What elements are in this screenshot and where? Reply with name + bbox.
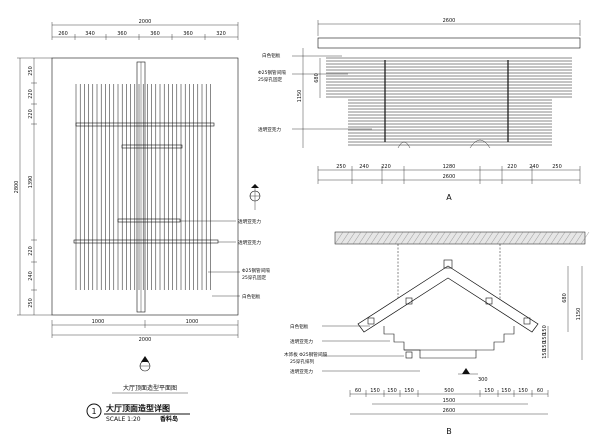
section-b-bot-seg-2: 150 — [370, 388, 380, 394]
section-b-callout-3: 木饰板 Φ25钢管间隔 — [284, 351, 327, 358]
plan-bottom-left: 1000 — [92, 319, 105, 325]
section-b-right-1150: 1150 — [576, 308, 582, 321]
plan-bottom-total: 2000 — [139, 337, 152, 343]
plan-callout-4: 25穿孔固定 — [242, 274, 267, 281]
elev-a-callout-1: 白色铝板 — [262, 52, 281, 59]
section-b-bot-seg-7: 150 — [501, 388, 511, 394]
elev-a-bot-seg-1: 250 — [336, 164, 346, 170]
elev-a-callout-4: 透明亚克力 — [258, 126, 281, 133]
elev-a-bot-total: 2600 — [443, 174, 456, 180]
section-b-bot-total: 2600 — [443, 408, 456, 414]
elev-a-bot-seg-5: 220 — [507, 164, 517, 170]
plan-title: 大厅顶面造型平面图 — [123, 384, 177, 392]
plan-bar-2 — [121, 144, 183, 149]
elev-a-bot-seg-2: 240 — [359, 164, 369, 170]
section-b-vdim-4: 150 — [542, 349, 548, 359]
elev-a-left-dim-680: 680 — [314, 73, 320, 83]
section-b-bot-seg-3: 150 — [387, 388, 397, 394]
section-b-bot-seg-4: 150 — [404, 388, 414, 394]
elev-a-top-plate — [317, 37, 581, 49]
plan-top-seg-1: 260 — [58, 31, 68, 37]
plan-bar-4 — [73, 239, 219, 244]
plan-top-seg-4: 360 — [150, 31, 160, 37]
section-b-bot-seg-6: 150 — [484, 388, 494, 394]
section-b-callout-4: 25穿孔排列 — [290, 358, 315, 365]
elev-a-callout-2: Φ25钢管间隔 — [258, 69, 286, 76]
section-b-bot-seg-8: 150 — [518, 388, 528, 394]
plan-left-seg-2: 220 — [28, 89, 34, 99]
elev-a-callout-3: 25穿孔固定 — [258, 76, 283, 83]
plan-left-seg-3: 220 — [28, 109, 34, 119]
plan-view: 2000 260 340 360 360 360 320 2800 250 22… — [14, 19, 270, 394]
section-b-mark: 300 — [478, 377, 488, 383]
section-b-slab — [334, 231, 586, 245]
section-b-bot-seg-5: 500 — [444, 388, 454, 394]
section-b-vdim-2: 150 — [542, 333, 548, 343]
section-b-right-680: 680 — [562, 293, 568, 303]
plan-slats — [75, 84, 211, 290]
elev-a-bot-seg-7: 250 — [552, 164, 562, 170]
plan-left-seg-4: 1390 — [28, 176, 34, 189]
elev-a-label: A — [446, 193, 452, 202]
section-b-vdim-1: 150 — [542, 325, 548, 335]
plan-callout-2: 透明亚克力 — [238, 239, 261, 246]
plan-top-seg-3: 360 — [117, 31, 127, 37]
plan-top-seg-2: 340 — [85, 31, 95, 37]
plan-outline — [51, 57, 239, 316]
plan-callout-1: 透明亚克力 — [238, 218, 261, 225]
section-b-callout-1: 白色铝板 — [290, 323, 309, 330]
section-b-label: B — [446, 427, 452, 436]
section-b-vdim-3: 150 — [542, 341, 548, 351]
detail-number: 1 — [91, 407, 96, 416]
elev-a-bot-seg-6: 240 — [529, 164, 539, 170]
plan-top-total: 2000 — [139, 19, 152, 25]
plan-left-seg-6: 240 — [28, 271, 34, 281]
elev-a-tube-lines — [326, 57, 572, 146]
elev-a-top-total: 2600 — [443, 18, 456, 24]
plan-top-seg-6: 320 — [216, 31, 226, 37]
ridge-block — [443, 259, 453, 269]
plan-left-total: 2800 — [14, 181, 20, 194]
elevation-a: 2600 1150 680 白色铝板 Φ25钢管间隔 25穿孔固定 透明亚克力 — [258, 18, 581, 202]
title-block: 1 大厅顶面造型详图 SCALE 1:20 香料岛 — [86, 403, 190, 423]
detail-title: 大厅顶面造型详图 — [106, 403, 170, 413]
plan-callout-5: 白色铝板 — [242, 293, 261, 300]
section-b-callout-5: 透明亚克力 — [290, 368, 313, 375]
plan-left-seg-1: 250 — [28, 66, 34, 76]
plan-bar-1 — [75, 122, 215, 127]
detail-number-circle — [86, 403, 102, 419]
plan-bar-3 — [117, 218, 181, 223]
plan-callout-3: Φ25钢管间隔 — [242, 267, 270, 274]
elev-a-bot-seg-3: 220 — [381, 164, 391, 170]
elev-a-bot-seg-4: 1280 — [443, 164, 456, 170]
plan-top-seg-5: 360 — [183, 31, 193, 37]
section-b-callout-2: 透明亚克力 — [290, 338, 313, 345]
brand-name: 香料岛 — [159, 415, 178, 423]
section-b-bot-seg-9: 60 — [537, 388, 543, 394]
section-b: 300 白色铝板 透明亚克力 木饰板 Φ25钢管间隔 25穿孔排列 透明亚克力 … — [284, 231, 590, 436]
plan-left-seg-7: 250 — [28, 298, 34, 308]
detail-scale: SCALE 1:20 — [106, 416, 141, 423]
section-b-mid-total: 1500 — [443, 398, 456, 404]
elev-a-left-dim-1150: 1150 — [297, 90, 303, 103]
section-b-bot-seg-1: 60 — [355, 388, 361, 394]
plan-bottom-right: 1000 — [186, 319, 199, 325]
plan-left-seg-5: 220 — [28, 246, 34, 256]
